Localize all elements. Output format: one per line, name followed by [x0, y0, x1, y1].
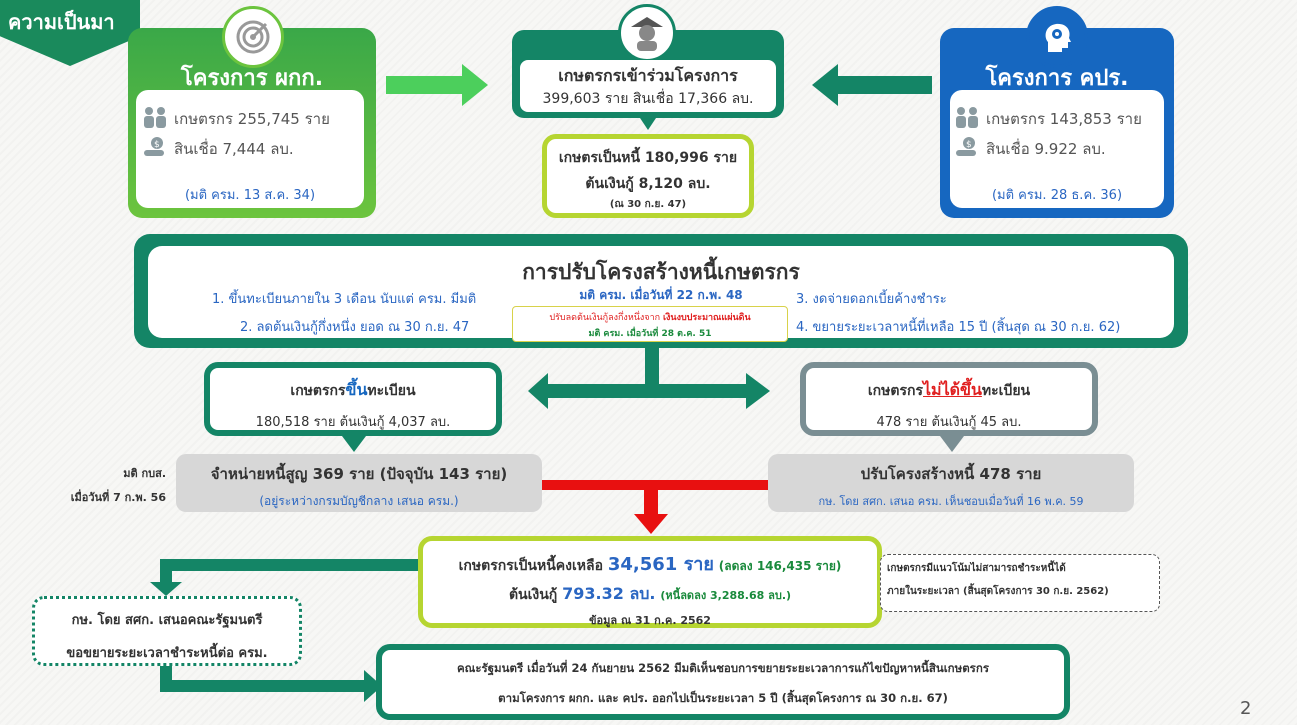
cabinet-resolution-box: คณะรัฐมนตรี เมื่อวันที่ 24 กันยายน 2562 … [376, 644, 1070, 720]
svg-text:$: $ [966, 140, 972, 150]
proposal-box: กษ. โดย สศก. เสนอคณะรัฐมนตรี ขอขยายระยะเ… [32, 596, 302, 666]
pointer-registered [342, 436, 366, 452]
proposal-line2: ขอขยายระยะเวลาชำระหนี้ต่อ ครม. [66, 646, 268, 661]
farmer-count: เกษตรกร 255,745 ราย [174, 110, 330, 128]
remaining-as-of: ข้อมูล ณ 31 ก.ค. 2562 [589, 614, 711, 627]
budget-note-a: ปรับลดต้นเงินกู้ลงกึ่งหนึ่งจาก [549, 313, 661, 323]
debtors-date: (ณ 30 ก.ย. 47) [609, 199, 687, 210]
people-icon [142, 106, 168, 132]
kbs-resolution-label: มติ กบส. เมื่อวันที่ 7 ก.พ. 56 [70, 467, 166, 504]
trend-note-line1: เกษตรกรมีแนวโน้มไม่สามารถชำระหนี้ได้ [887, 563, 1066, 574]
writeoff-note: (อยู่ระหว่างกรมบัญชีกลาง เสนอ ครม.) [259, 494, 459, 508]
arrow-to-proposal [150, 559, 418, 596]
budget-note: ปรับลดต้นเงินกู้ลงกึ่งหนึ่งจาก เงินงบประ… [512, 306, 788, 342]
trend-note-line2: ภายในระยะเวลา (สิ้นสุดโครงการ 30 ก.ย. 25… [887, 586, 1109, 597]
restructure-478-box: ปรับโครงสร้างหนี้ 478 ราย กษ. โดย สศก. เ… [768, 454, 1134, 512]
budget-note-c: มติ ครม. เมื่อวันที่ 28 ต.ค. 51 [588, 329, 712, 339]
unregistered-title: เกษตรกรไม่ได้ขึ้นทะเบียน [867, 380, 1031, 399]
cabinet-line1: คณะรัฐมนตรี เมื่อวันที่ 24 กันยายน 2562 … [456, 661, 989, 675]
restructure-478-note: กษ. โดย สศก. เสนอ ครม. เห็นชอบเมื่อวันที… [818, 495, 1084, 508]
registered-detail: 180,518 ราย ต้นเงินกู้ 4,037 ลบ. [255, 415, 451, 430]
proposal-line1: กษ. โดย สศก. เสนอคณะรัฐมนตรี [71, 613, 263, 628]
red-merge-arrow [542, 480, 770, 534]
farmer-count: เกษตรกร 143,853 ราย [986, 110, 1142, 128]
registered-box: เกษตรกรขึ้นทะเบียน 180,518 ราย ต้นเงินกู… [204, 362, 502, 436]
farmer-icon [618, 4, 676, 62]
participants-detail: 399,603 ราย สินเชื่อ 17,366 ลบ. [542, 91, 754, 107]
resolution-note: (มติ ครม. 28 ธ.ค. 36) [991, 188, 1123, 203]
arrow-to-cabinet [160, 665, 382, 702]
writeoff-title: จำหน่ายหนี้สูญ 369 ราย (ปัจจุบัน 143 ราย… [210, 465, 508, 483]
arrow-left-to-center [386, 64, 488, 106]
card-body: เกษตรกร 143,853 ราย $ สินเชื่อ 9.922 ลบ.… [950, 90, 1164, 208]
trend-note: เกษตรกรมีแนวโน้มไม่สามารถชำระหนี้ได้ ภาย… [880, 554, 1160, 612]
writeoff-box: จำหน่ายหนี้สูญ 369 ราย (ปัจจุบัน 143 ราย… [176, 454, 542, 512]
project-card-kpr: โครงการ คปร. เกษตรกร 143,853 ราย $ สินเช… [940, 6, 1174, 218]
restructure-478-title: ปรับโครงสร้างหนี้ 478 ราย [860, 465, 1042, 483]
unregistered-box: เกษตรกรไม่ได้ขึ้นทะเบียน 478 ราย ต้นเงิน… [800, 362, 1098, 436]
restructure-item-2: 2. ลดต้นเงินกู้กึ่งหนึ่ง ยอด ณ 30 ก.ย. 4… [240, 320, 470, 335]
restructure-item-1: 1. ขึ้นทะเบียนภายใน 3 เดือน นับแต่ ครม. … [212, 292, 477, 307]
participants-box: เกษตรกรเข้าร่วมโครงการ 399,603 ราย สินเช… [512, 4, 784, 118]
restructure-title: การปรับโครงสร้างหนี้เกษตรกร [522, 260, 800, 284]
registered-title: เกษตรกรขึ้นทะเบียน [290, 380, 416, 399]
restructure-resolution: มติ ครม. เมื่อวันที่ 22 ก.พ. 48 [579, 288, 743, 302]
resolution-note: (มติ ครม. 13 ส.ค. 34) [184, 188, 316, 203]
svg-text:$: $ [154, 140, 160, 150]
money-hand-icon: $ [142, 136, 168, 162]
card-title: โครงการ ผกก. [180, 66, 324, 91]
debtors-principal: ต้นเงินกู้ 8,120 ลบ. [585, 176, 711, 192]
remaining-debt-box: เกษตรกรเป็นหนี้คงเหลือ 34,561 ราย (ลดลง … [418, 536, 882, 628]
page-number: 2 [1240, 698, 1252, 719]
restructure-item-4: 4. ขยายระยะเวลาหนี้ที่เหลือ 15 ปี (สิ้นส… [796, 320, 1121, 335]
pointer-unregistered [940, 436, 964, 452]
debtors-count: เกษตรเป็นหนี้ 180,996 ราย [558, 150, 738, 166]
remaining-principal-line: ต้นเงินกู้ 793.32 ลบ. (หนี้ลดลง 3,288.68… [508, 584, 792, 603]
project-card-pkk: โครงการ ผกก. เกษตรกร 255,745 ราย $ สินเช… [128, 6, 376, 218]
arrow-right-to-center [812, 64, 932, 106]
head-gear-icon [1026, 6, 1088, 68]
people-icon [954, 106, 980, 132]
double-arrow [528, 373, 770, 409]
card-body: เกษตรกร 255,745 ราย $ สินเชื่อ 7,444 ลบ.… [136, 90, 364, 208]
restructure-item-3: 3. งดจ่ายดอกเบี้ยค้างชำระ [796, 292, 947, 307]
debtors-box: เกษตรเป็นหนี้ 180,996 ราย ต้นเงินกู้ 8,1… [542, 134, 754, 218]
unregistered-detail: 478 ราย ต้นเงินกู้ 45 ลบ. [876, 415, 1022, 430]
stem-down [645, 348, 659, 388]
debt-restructure-panel: การปรับโครงสร้างหนี้เกษตรกร มติ ครม. เมื… [134, 234, 1188, 348]
cabinet-line2: ตามโครงการ ผกก. และ คปร. ออกไปเป็นระยะเว… [498, 691, 948, 705]
card-title: โครงการ คปร. [985, 66, 1129, 91]
target-icon [222, 6, 284, 68]
remaining-count-line: เกษตรกรเป็นหนี้คงเหลือ 34,561 ราย (ลดลง … [458, 554, 842, 575]
pointer-down [640, 118, 656, 130]
budget-note-b: เงินงบประมาณแผ่นดิน [662, 313, 751, 323]
credit-amount: สินเชื่อ 9.922 ลบ. [986, 140, 1106, 158]
participants-title: เกษตรกรเข้าร่วมโครงการ [558, 66, 738, 85]
credit-amount: สินเชื่อ 7,444 ลบ. [174, 140, 294, 158]
section-title: ความเป็นมา [8, 10, 115, 34]
money-hand-icon: $ [954, 136, 980, 162]
